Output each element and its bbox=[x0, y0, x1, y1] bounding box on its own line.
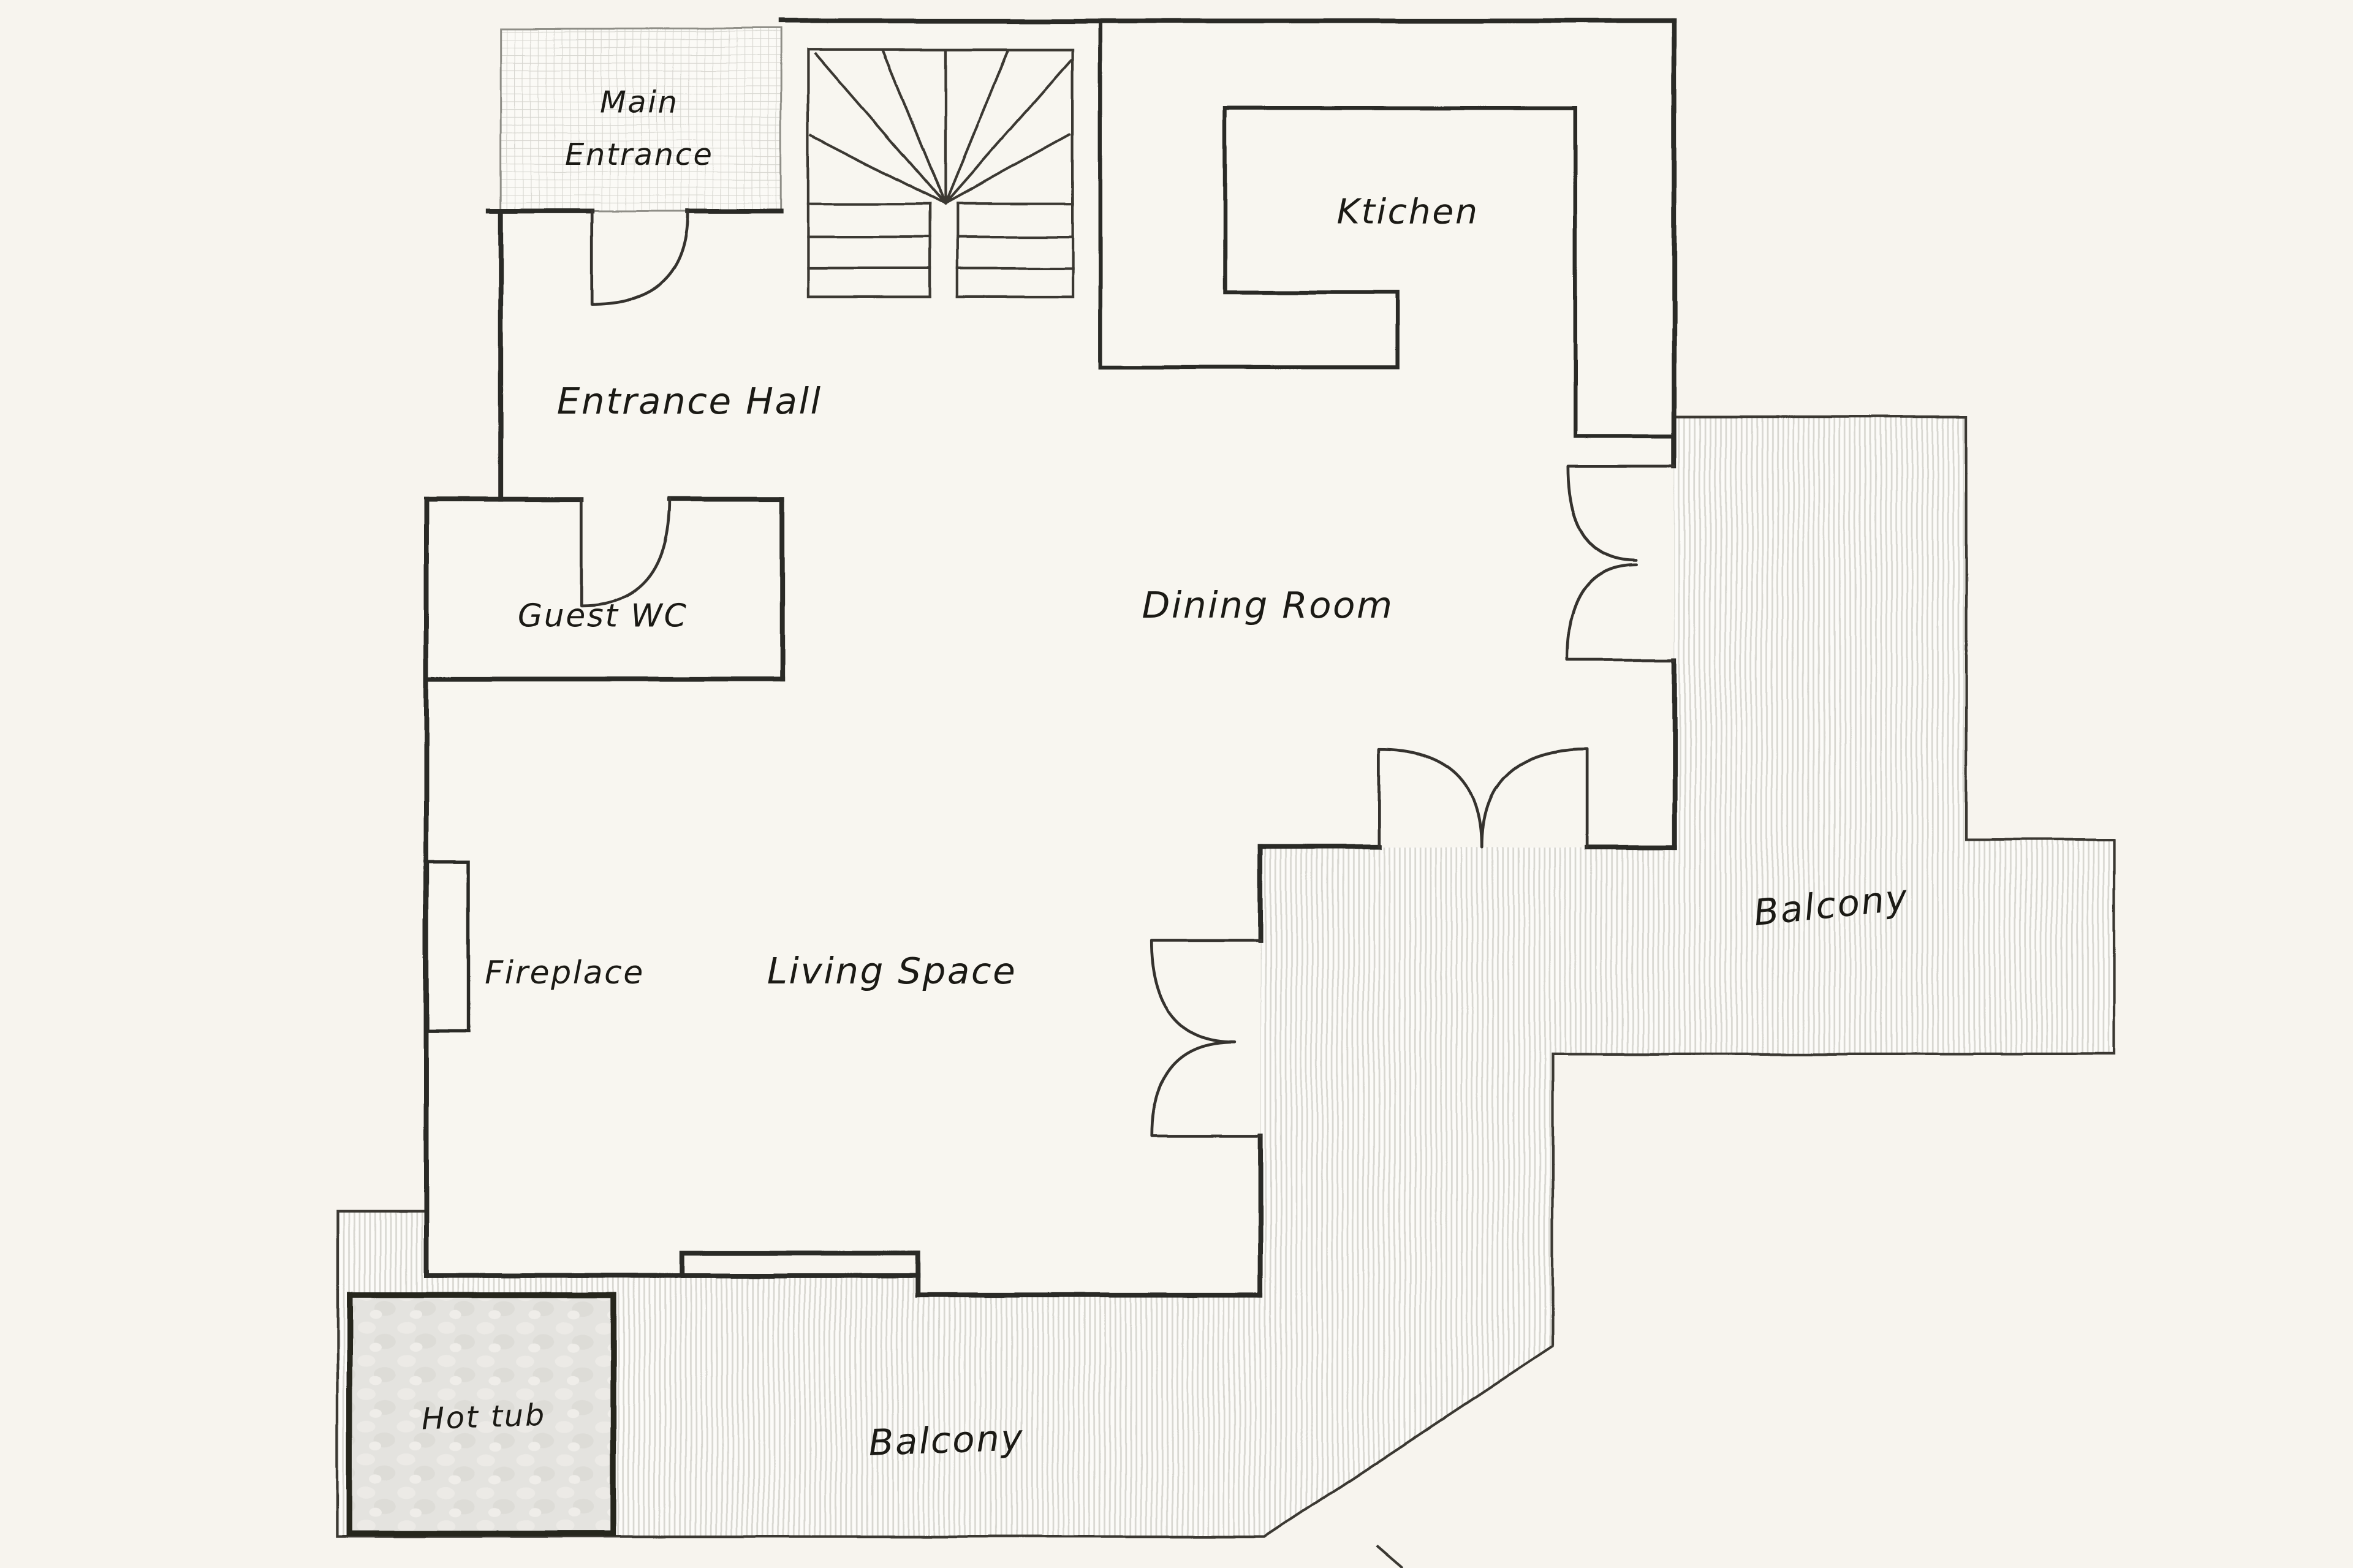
label-fireplace: Fireplace bbox=[485, 955, 645, 991]
doors bbox=[580, 210, 1676, 1138]
door-guest-wc bbox=[580, 498, 672, 607]
main-entrance-porch bbox=[499, 28, 782, 213]
interior-walls bbox=[1098, 19, 1677, 439]
stray-mark bbox=[1375, 1545, 1404, 1568]
label-guest-wc: Guest WC bbox=[518, 598, 688, 635]
fireplace bbox=[426, 860, 471, 1033]
stair-well bbox=[928, 202, 959, 298]
window-bump bbox=[679, 1251, 920, 1298]
exterior-walls bbox=[423, 18, 1677, 1298]
stair-fan-lines bbox=[809, 49, 1074, 206]
label-main-entrance-line2: Entrance bbox=[565, 137, 713, 172]
door-living-balcony bbox=[1150, 938, 1262, 1138]
label-main-entrance-line1: Main bbox=[600, 85, 679, 120]
stair-treads bbox=[806, 235, 1075, 270]
balcony-outline bbox=[336, 415, 2116, 1538]
staircase bbox=[806, 48, 1075, 298]
label-dining-room: Dining Room bbox=[1142, 584, 1393, 626]
label-kitchen: Ktichen bbox=[1337, 192, 1479, 232]
hot-tub bbox=[347, 1292, 616, 1537]
door-dining-balcony bbox=[1377, 748, 1589, 849]
building-interior bbox=[426, 21, 1675, 1295]
wall-kitchen bbox=[1098, 19, 1677, 439]
plan-linework bbox=[336, 18, 2116, 1568]
label-hot-tub: Hot tub bbox=[421, 1397, 547, 1436]
label-living-space: Living Space bbox=[767, 950, 1017, 991]
label-entrance-hall: Entrance Hall bbox=[557, 381, 822, 422]
label-balcony-lower: Balcony bbox=[868, 1417, 1025, 1464]
door-french-right bbox=[1566, 464, 1676, 661]
stair-box bbox=[806, 48, 1075, 298]
door-main-entrance bbox=[590, 210, 690, 306]
